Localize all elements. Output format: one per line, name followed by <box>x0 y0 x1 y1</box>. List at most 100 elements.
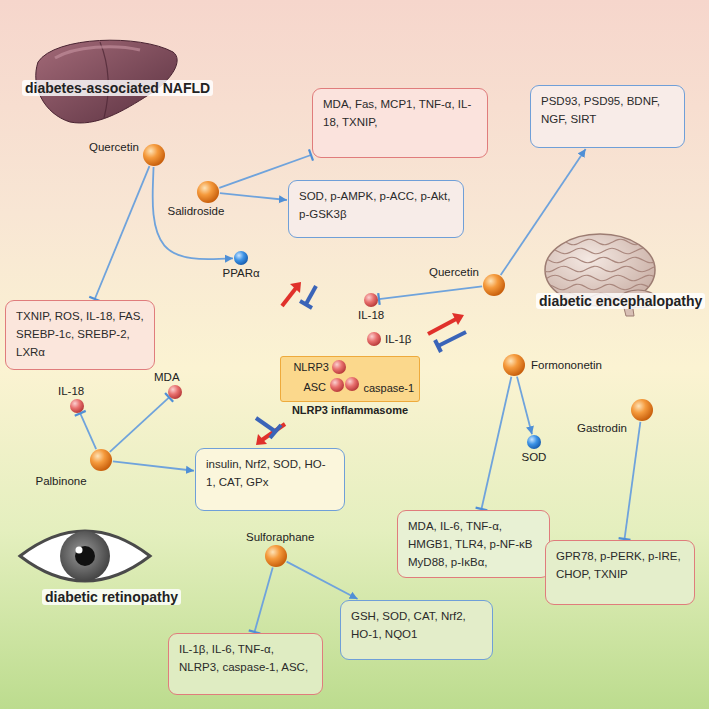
marker-box: TXNIP, ROS, IL-18, FAS, SREBP-1c, SREBP-… <box>5 300 155 370</box>
molecule-ball: Formononetin <box>503 354 525 376</box>
eye-glint <box>76 547 83 554</box>
ball-symbol <box>367 332 381 346</box>
brain-fold <box>540 257 660 263</box>
ball-circle <box>90 449 112 471</box>
molecule-name: NLRP3 <box>293 361 328 373</box>
marker-list: insulin, Nrf2, SOD, HO-1, CAT, GPx <box>206 456 334 492</box>
connector <box>481 377 511 509</box>
molecule-name: Quercetin <box>89 141 139 153</box>
molecule-ball: NLRP3 <box>332 360 346 374</box>
ball-symbol <box>90 449 112 471</box>
molecule-ball: caspase-1 <box>345 377 359 391</box>
ball-circle <box>143 144 165 166</box>
ball-symbol <box>364 293 378 307</box>
marker-box: MDA, Fas, MCP1, TNF-α, IL-18, TXNIP, <box>312 88 488 158</box>
molecule-ball: Sulforaphane <box>265 545 287 567</box>
connector <box>113 461 194 470</box>
molecule-name: PPARα <box>223 267 260 279</box>
ball-symbol <box>168 385 182 399</box>
marker-box: PSD93, PSD95, BDNF, NGF, SIRT <box>530 85 685 148</box>
marker-list: SOD, p-AMPK, p-ACC, p-Akt, p-GSK3β <box>299 188 453 224</box>
marker-list: IL-1β, IL-6, TNF-α, NLRP3, caspase-1, AS… <box>179 641 312 677</box>
marker-list: TXNIP, ROS, IL-18, FAS, SREBP-1c, SREBP-… <box>16 308 144 361</box>
molecule-ball: SOD <box>527 435 541 449</box>
ball-circle <box>70 399 84 413</box>
marker-box: SOD, p-AMPK, p-ACC, p-Akt, p-GSK3β <box>288 180 464 238</box>
connector <box>153 167 233 259</box>
ball-symbol <box>503 354 525 376</box>
ball-circle <box>197 181 219 203</box>
molecule-ball: Palbinone <box>90 449 112 471</box>
ball-symbol <box>527 435 541 449</box>
ball-circle <box>332 360 346 374</box>
molecule-name: Formononetin <box>531 359 602 371</box>
molecule-ball: MDA <box>168 385 182 399</box>
molecule-ball: PPARα <box>234 251 248 265</box>
eye-iris <box>60 531 110 581</box>
brain-fold <box>540 248 660 254</box>
ball-circle <box>367 332 381 346</box>
ball-circle <box>265 545 287 567</box>
ball-symbol <box>234 251 248 265</box>
molecule-name: IL-1β <box>385 333 411 345</box>
molecule-name: Gastrodin <box>577 422 627 434</box>
ball-circle <box>168 385 182 399</box>
molecule-name: IL-18 <box>358 309 384 321</box>
marker-box: GSH, SOD, CAT, Nrf2, HO-1, NQO1 <box>340 600 493 660</box>
molecule-ball: IL-18 <box>70 399 84 413</box>
marker-box: IL-1β, IL-6, TNF-α, NLRP3, caspase-1, AS… <box>168 633 323 695</box>
molecule-ball: Quercetin <box>483 274 505 296</box>
marker-box: MDA, IL-6, TNF-α, HMGB1, TLR4, p-NF-κB M… <box>397 510 550 578</box>
molecule-ball: IL-18 <box>364 293 378 307</box>
ball-symbol <box>345 377 359 391</box>
molecule-name: Palbinone <box>36 475 87 487</box>
marker-list: MDA, Fas, MCP1, TNF-α, IL-18, TXNIP, <box>323 96 477 132</box>
liver-highlight <box>55 47 140 58</box>
marker-list: MDA, IL-6, TNF-α, HMGB1, TLR4, p-NF-κB M… <box>408 518 539 571</box>
molecule-ball: Quercetin <box>143 144 165 166</box>
connector <box>220 193 287 200</box>
brain-fold <box>540 266 660 272</box>
ball-circle <box>527 435 541 449</box>
molecule-name: Sulforaphane <box>246 531 314 543</box>
eye-illustration <box>20 531 150 581</box>
marker-list: GPR78, p-PERK, p-IRE, CHOP, TXNIP <box>556 548 684 584</box>
molecule-name: SOD <box>522 451 547 463</box>
region-label: diabetic retinopathy <box>42 589 181 605</box>
molecule-name: Salidroside <box>168 205 225 217</box>
brain-fold <box>540 239 660 245</box>
marker-box: GPR78, p-PERK, p-IRE, CHOP, TXNIP <box>545 540 695 605</box>
marker-list: GSH, SOD, CAT, Nrf2, HO-1, NQO1 <box>351 608 482 644</box>
ball-circle <box>234 251 248 265</box>
molecule-name: IL-18 <box>58 385 84 397</box>
ball-circle <box>345 377 359 391</box>
connector <box>501 149 586 275</box>
connector <box>287 562 358 599</box>
molecule-ball: ASC <box>330 378 344 392</box>
marker-list: PSD93, PSD95, BDNF, NGF, SIRT <box>541 93 674 129</box>
connector <box>110 397 169 451</box>
connector <box>95 166 150 299</box>
ball-symbol <box>483 274 505 296</box>
complex-name: NLRP3 inflammasome <box>292 404 408 416</box>
marker-box: insulin, Nrf2, SOD, HO-1, CAT, GPx <box>195 448 345 511</box>
brain-fold <box>540 275 660 281</box>
ball-symbol <box>332 360 346 374</box>
inflammasome-box: NLRP3 inflammasomeNLRP3ASCcaspase-1 <box>280 356 420 402</box>
connector <box>379 286 482 299</box>
molecule-name: ASC <box>303 381 326 393</box>
region-label: diabetes-associated NAFLD <box>22 80 213 96</box>
connector <box>625 422 641 539</box>
connector <box>517 377 532 435</box>
ball-symbol <box>265 545 287 567</box>
molecule-ball: Gastrodin <box>631 399 653 421</box>
connector <box>255 568 273 632</box>
molecule-ball: IL-1β <box>367 332 381 346</box>
ball-circle <box>503 354 525 376</box>
molecule-ball: Salidroside <box>197 181 219 203</box>
feedback-arrows <box>256 282 466 445</box>
connector <box>80 413 96 449</box>
ball-symbol <box>70 399 84 413</box>
ball-circle <box>330 378 344 392</box>
molecule-name: Quercetin <box>429 266 479 278</box>
